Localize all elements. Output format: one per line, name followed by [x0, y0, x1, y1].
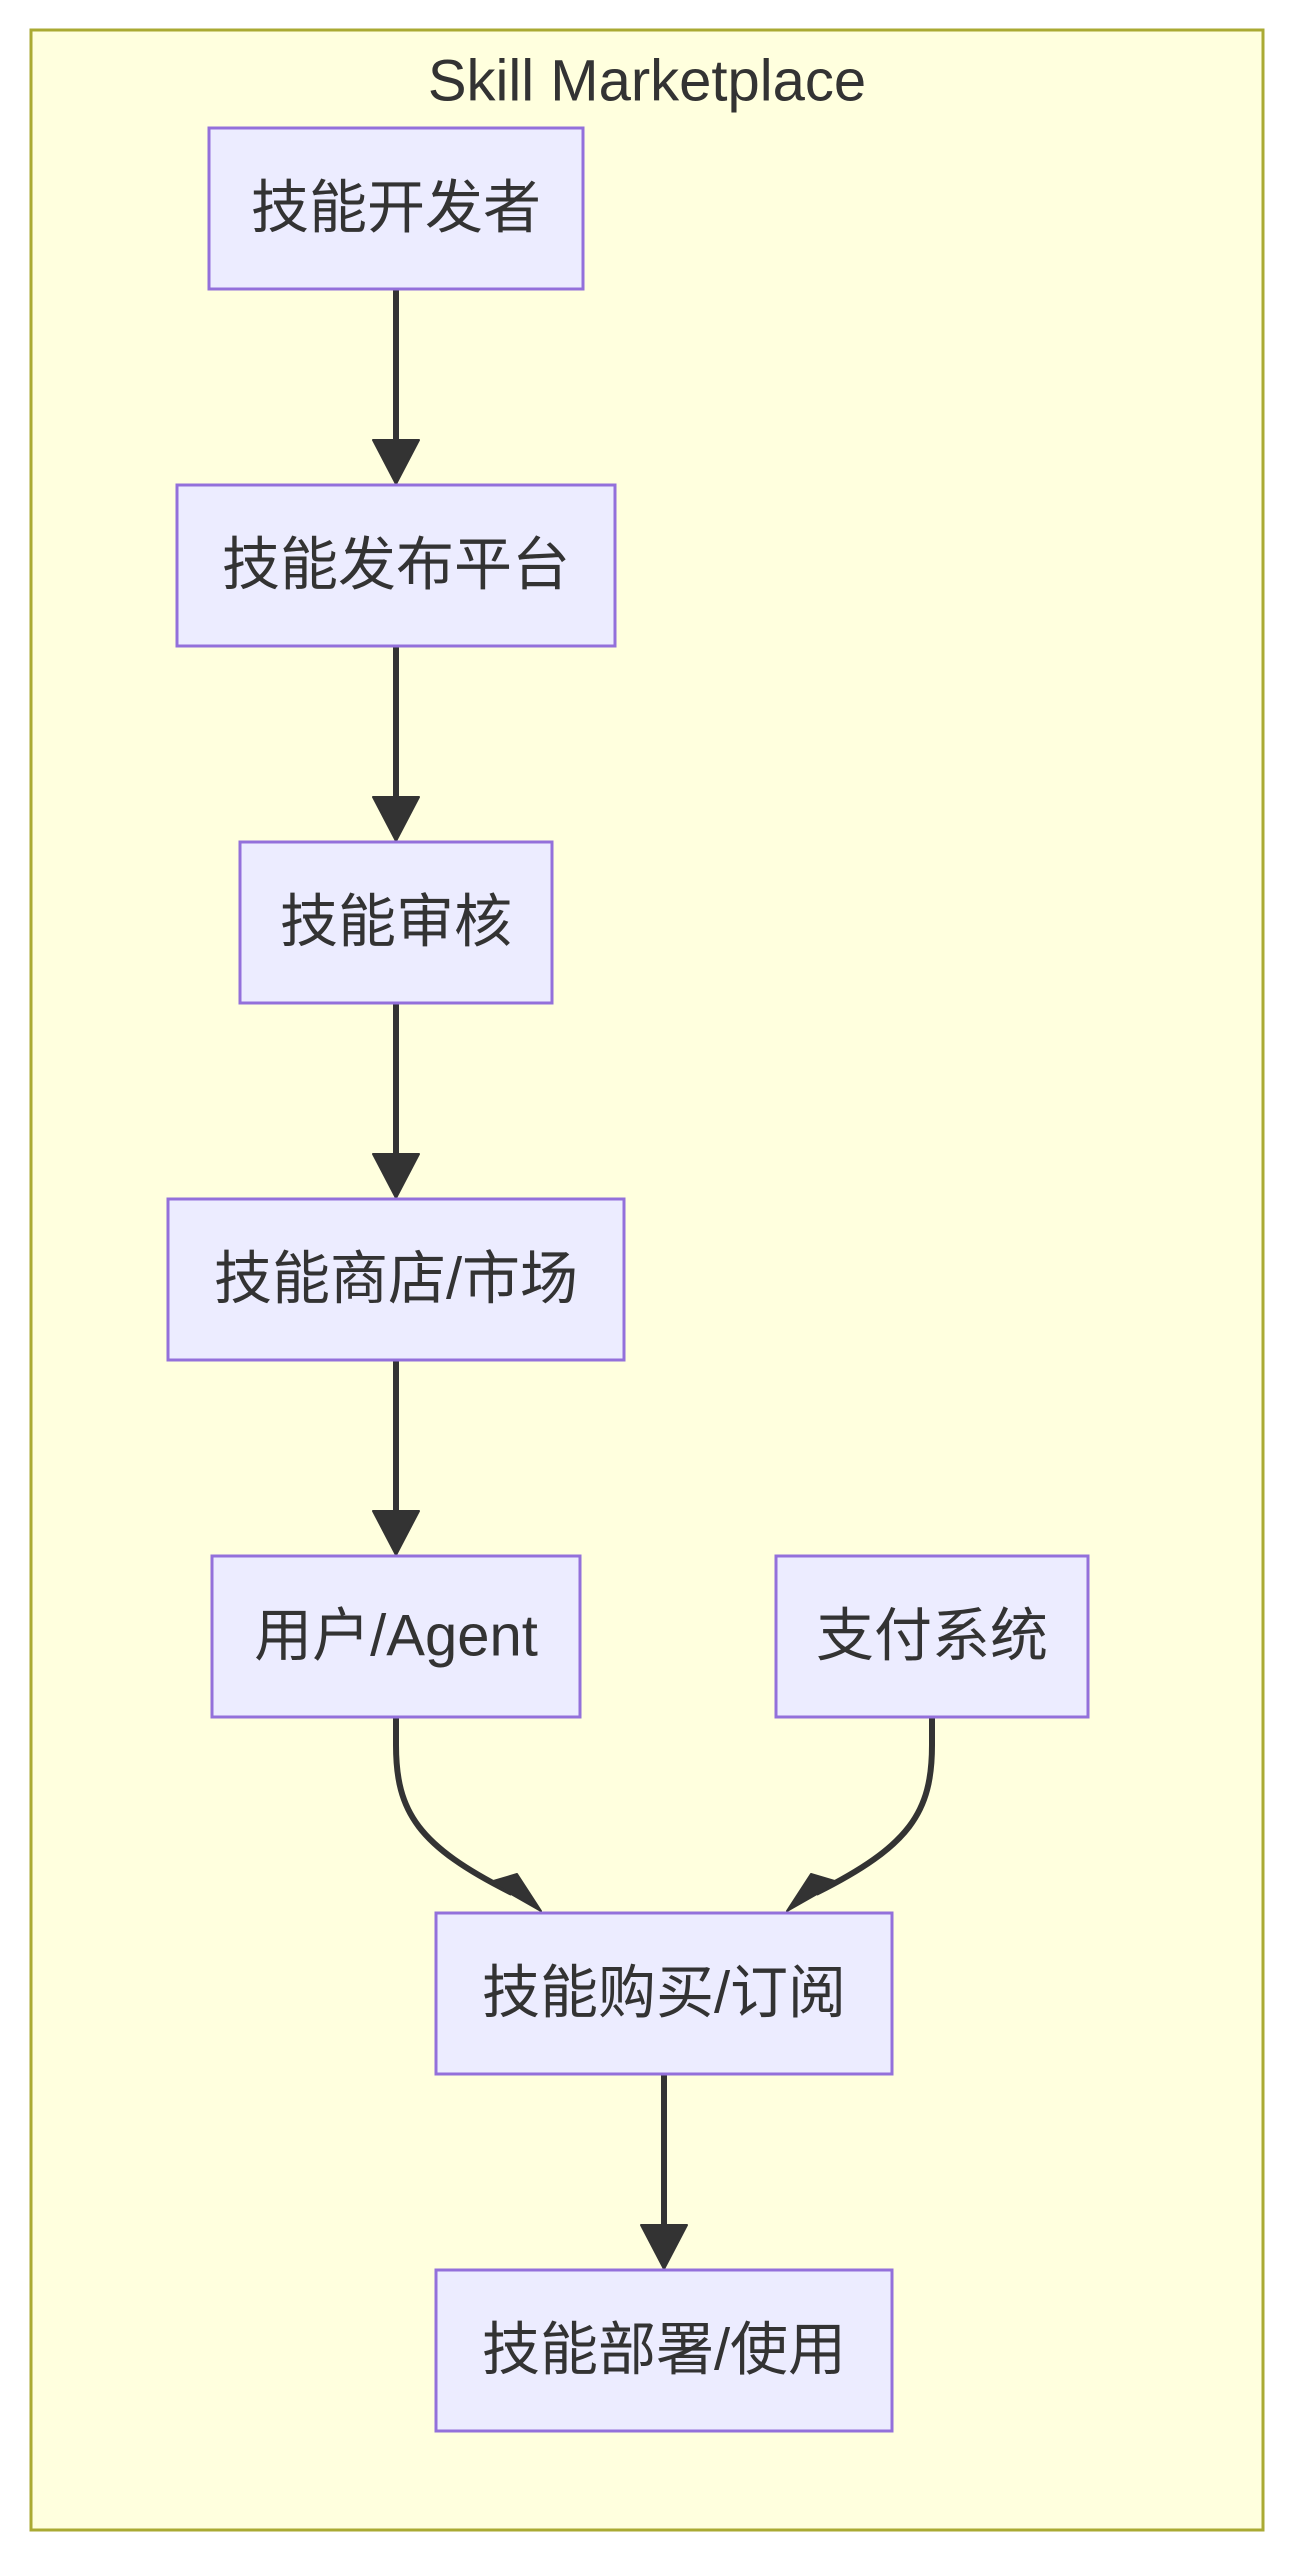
node-payment-system: 支付系统	[774, 1554, 1090, 1719]
arrowhead-user-to-purchase	[489, 1873, 542, 1912]
node-box	[175, 483, 617, 648]
node-user-agent: 用户/Agent	[210, 1554, 582, 1719]
node-purchase-subscribe: 技能购买/订阅	[434, 1911, 894, 2076]
node-label: 用户/Agent	[254, 1604, 538, 1669]
node-label: 技能发布平台	[222, 533, 570, 598]
nodes-layer: 技能开发者 技能发布平台 技能审核 技能商店/市场 用户/Agent 支付系统 …	[166, 126, 1090, 2433]
edge-user-to-purchase	[393, 1717, 514, 1896]
node-deploy-use: 技能部署/使用	[434, 2268, 894, 2433]
node-review: 技能审核	[238, 840, 554, 1005]
node-box	[774, 1554, 1090, 1719]
node-store-market: 技能商店/市场	[166, 1197, 626, 1362]
arrowhead-purchase-to-deploy	[640, 2224, 688, 2270]
arrowhead-payment-to-purchase	[786, 1873, 839, 1912]
subgraph-title: Skill Marketplace	[428, 49, 866, 114]
node-label: 技能开发者	[251, 176, 541, 241]
node-box	[434, 2268, 894, 2433]
edge-payment-to-purchase	[814, 1717, 935, 1896]
node-box	[238, 840, 554, 1005]
node-publish-platform: 技能发布平台	[175, 483, 617, 648]
node-label: 技能部署/使用	[482, 2318, 846, 2383]
arrowhead-store-to-user	[372, 1510, 420, 1556]
edges-layer	[372, 289, 935, 2270]
node-label: 支付系统	[816, 1604, 1048, 1669]
node-label: 技能商店/市场	[214, 1247, 578, 1312]
node-developer: 技能开发者	[207, 126, 585, 291]
node-label: 技能审核	[280, 890, 512, 955]
node-label: 技能购买/订阅	[482, 1961, 846, 2026]
arrowhead-publish-to-review	[372, 796, 420, 842]
arrowhead-review-to-store	[372, 1153, 420, 1199]
node-box	[210, 1554, 582, 1719]
arrowhead-developer-to-publish	[372, 439, 420, 485]
node-box	[207, 126, 585, 291]
node-box	[166, 1197, 626, 1362]
node-box	[434, 1911, 894, 2076]
